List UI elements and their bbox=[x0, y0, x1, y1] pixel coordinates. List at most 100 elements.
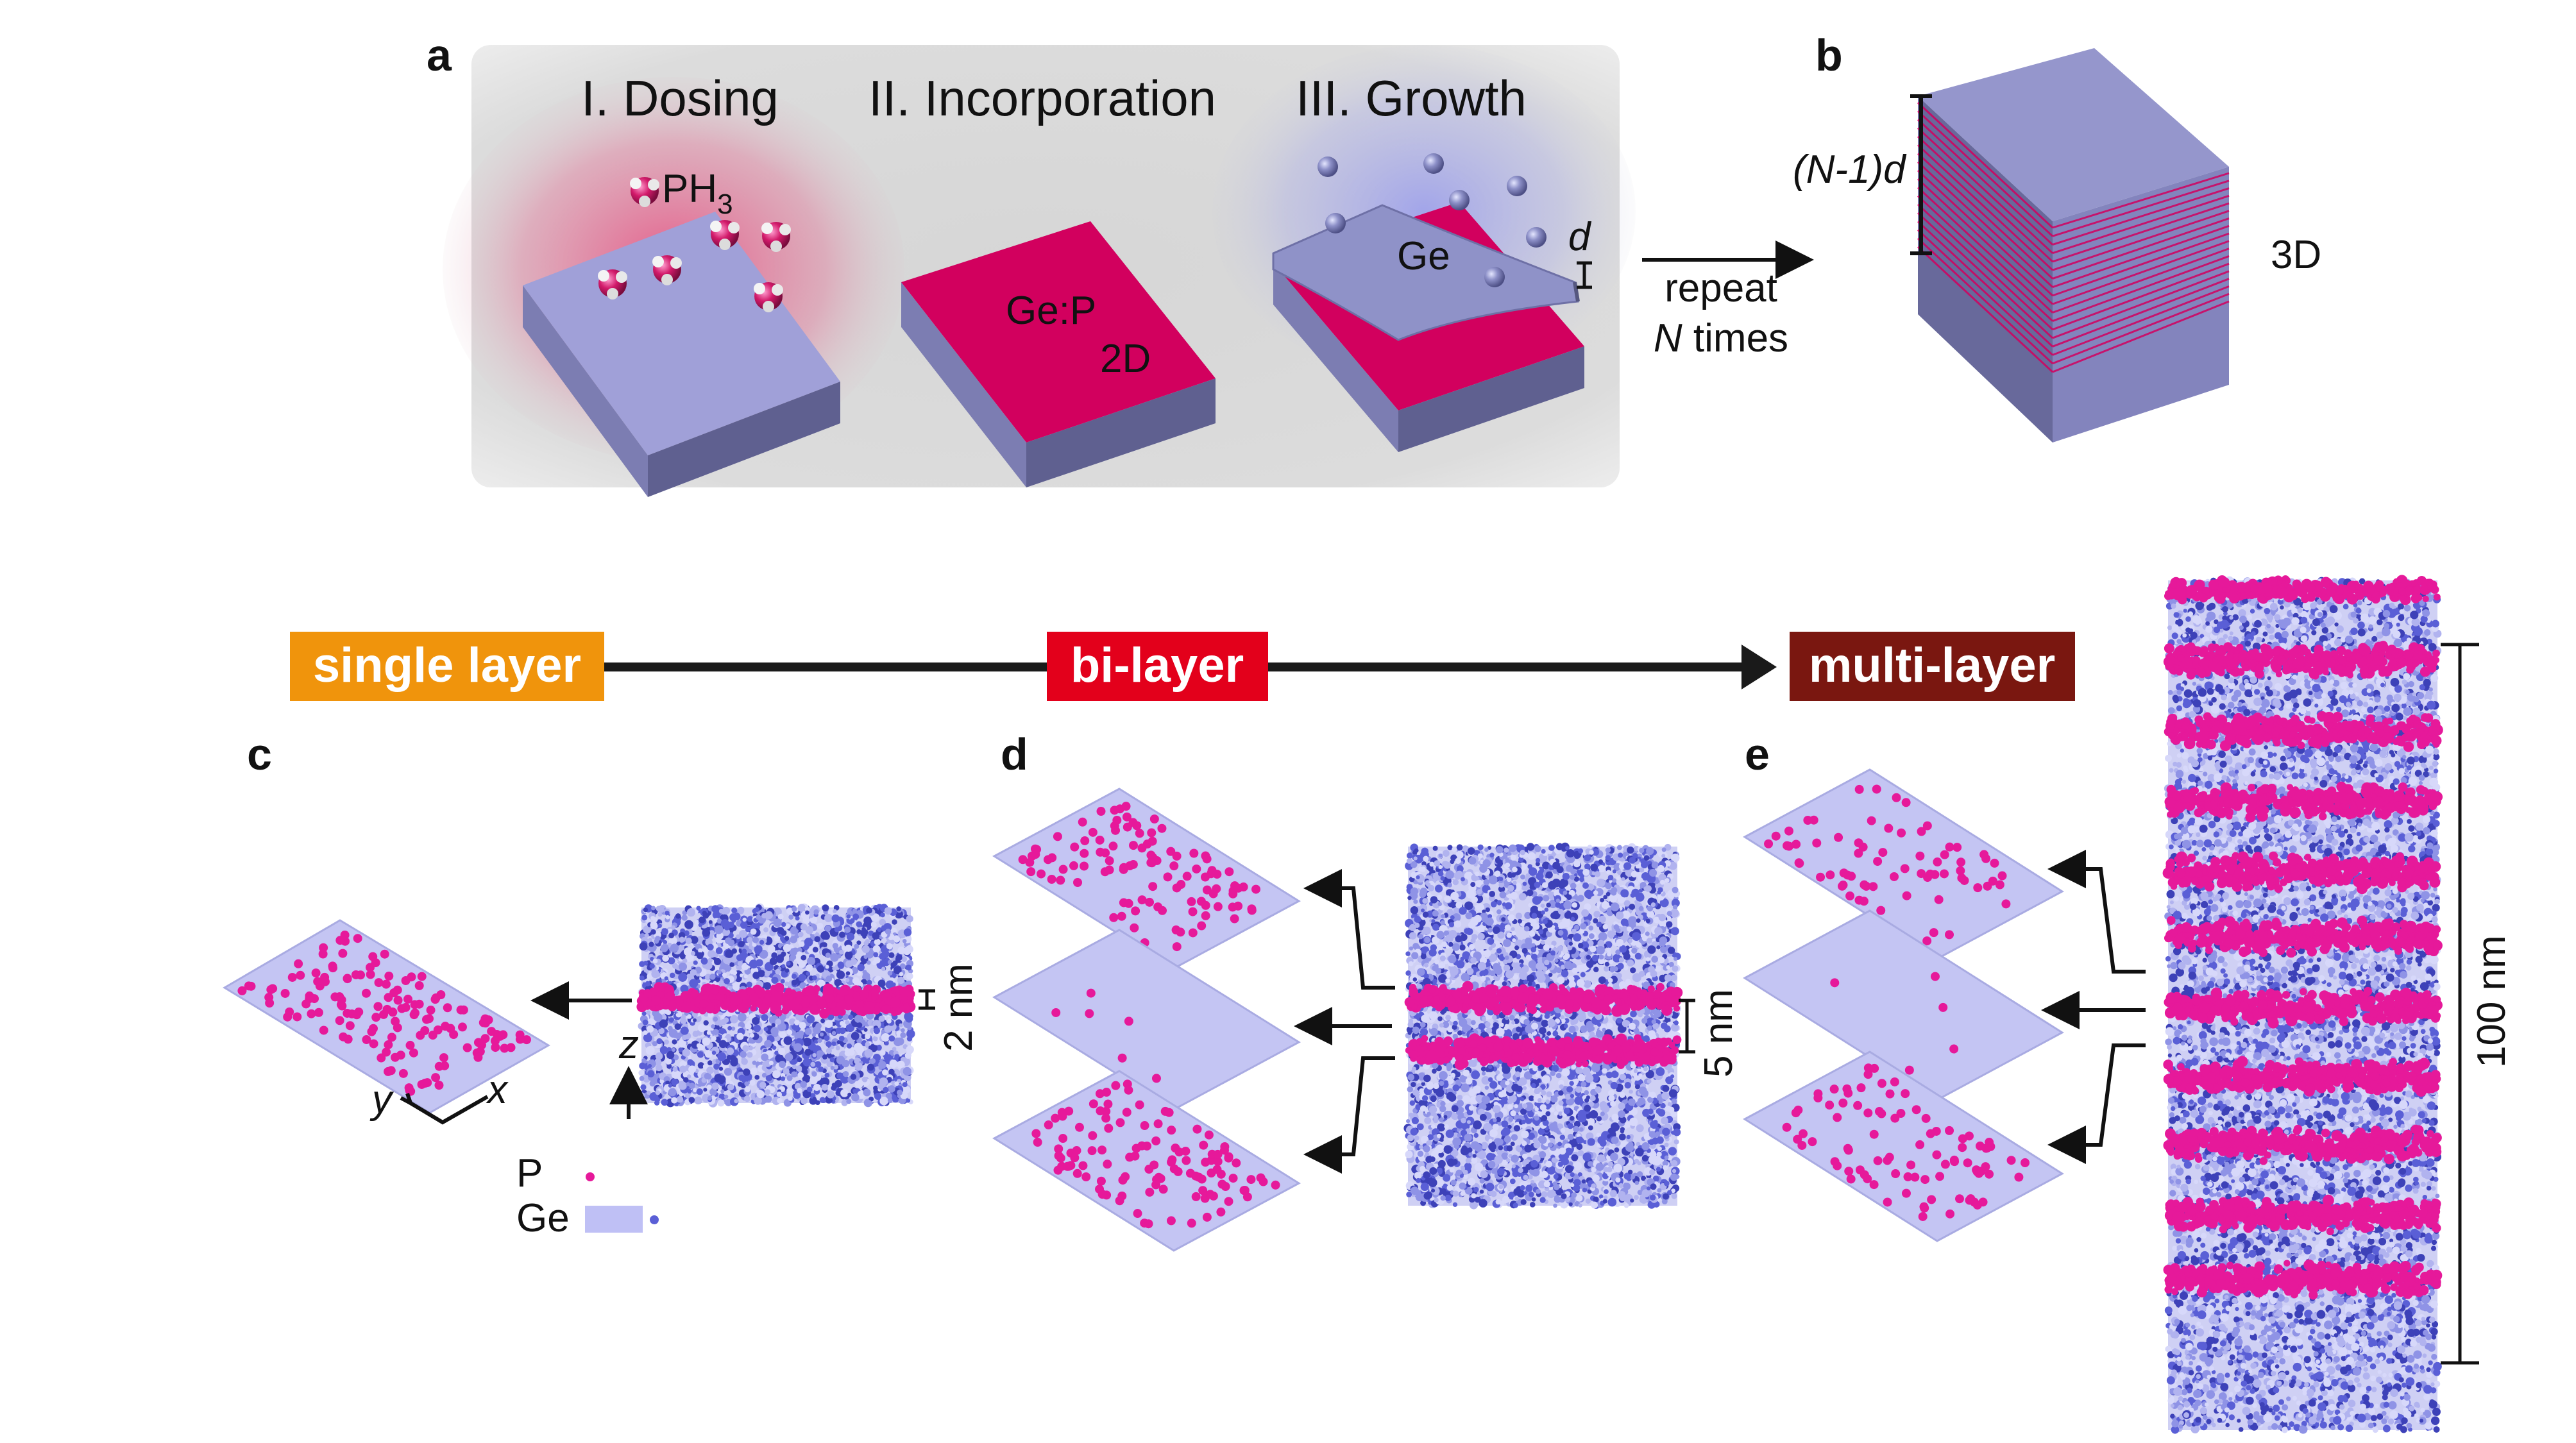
n-times-label: N times bbox=[1654, 316, 1788, 360]
ge-atom bbox=[786, 1088, 792, 1093]
ge-atom bbox=[647, 1070, 655, 1077]
p-atom bbox=[1197, 921, 1207, 931]
ge-atom bbox=[738, 1081, 743, 1087]
ge-atom bbox=[830, 953, 839, 962]
ge-atom bbox=[817, 1038, 822, 1043]
ge-atom bbox=[1407, 1086, 1414, 1093]
ge-atom bbox=[708, 920, 713, 924]
p-atom bbox=[1187, 1219, 1196, 1228]
ge-atom bbox=[668, 1017, 675, 1023]
ge-atom bbox=[711, 1051, 716, 1055]
p-atom bbox=[1096, 1176, 1106, 1186]
ge-atom bbox=[851, 1031, 860, 1040]
ge-atom bbox=[815, 1100, 820, 1106]
stack-stripe bbox=[2052, 210, 2230, 271]
stack-stripe bbox=[1917, 161, 2054, 288]
p-atom bbox=[414, 981, 424, 990]
p-atom bbox=[521, 1035, 531, 1045]
ge-atom bbox=[727, 1025, 733, 1031]
p-atom bbox=[473, 1052, 483, 1062]
p-atom bbox=[393, 995, 403, 1005]
p-atom bbox=[319, 943, 328, 952]
ge-atom bbox=[872, 945, 881, 953]
ge-atom bbox=[813, 1025, 821, 1034]
ge-atom bbox=[812, 1097, 817, 1101]
p-atom bbox=[1111, 1081, 1121, 1090]
ge-atom bbox=[683, 947, 693, 956]
ge-atom bbox=[786, 961, 791, 966]
p-atom bbox=[1058, 1134, 1068, 1143]
stage-incorporation-title: II. Incorporation bbox=[869, 70, 1216, 126]
stack-stripe bbox=[1917, 237, 2054, 364]
ge-atom bbox=[847, 1092, 852, 1097]
ge-atom bbox=[889, 1059, 898, 1068]
ge-atom bbox=[703, 1020, 709, 1026]
ge-atom bbox=[1655, 965, 1662, 972]
p-atom bbox=[462, 1043, 472, 1052]
ge-atom bbox=[885, 928, 892, 935]
stack-top-face bbox=[1918, 48, 2229, 221]
p-atom bbox=[479, 1018, 488, 1027]
p-atom bbox=[301, 999, 311, 1009]
p-atom bbox=[446, 1024, 455, 1033]
ge-atom bbox=[761, 1014, 768, 1021]
ge-atom bbox=[865, 1033, 870, 1040]
stack-stripe bbox=[2052, 270, 2230, 339]
ge-atom bbox=[901, 1028, 905, 1033]
panel-a-letter: a bbox=[427, 30, 452, 80]
p-atom bbox=[430, 995, 440, 1004]
ge-atom bbox=[756, 1090, 765, 1099]
p-atom bbox=[1031, 850, 1040, 859]
ge-atom bbox=[749, 959, 758, 969]
ge-atom bbox=[655, 1090, 661, 1095]
ge-atom bbox=[1455, 1071, 1461, 1077]
ge-atom bbox=[749, 1045, 754, 1051]
p-atom bbox=[1182, 872, 1192, 881]
ge-atom bbox=[826, 1047, 833, 1054]
p-atom bbox=[1213, 902, 1223, 911]
p-atom bbox=[1176, 927, 1185, 937]
ge-atom bbox=[837, 961, 844, 968]
ge-atom bbox=[831, 1086, 836, 1091]
ge-atom bbox=[747, 1051, 753, 1058]
p-atom bbox=[666, 991, 675, 1000]
ge-atom bbox=[715, 1021, 720, 1026]
stack-stripe bbox=[2052, 217, 2230, 280]
p-atom bbox=[1080, 861, 1089, 871]
p-atom bbox=[391, 1017, 400, 1026]
ge-atom bbox=[679, 945, 684, 951]
ge-atom bbox=[763, 927, 768, 932]
p-atom bbox=[384, 971, 394, 981]
ge-atom bbox=[848, 1038, 853, 1044]
ge-atom bbox=[780, 979, 785, 984]
ge-atom bbox=[696, 979, 701, 984]
ge-atom bbox=[797, 904, 806, 912]
ge-atom bbox=[672, 963, 679, 969]
ge-atom bbox=[775, 1018, 781, 1025]
ge-atom bbox=[769, 958, 777, 965]
ge-atom bbox=[744, 1086, 750, 1093]
ge-atom bbox=[831, 914, 840, 923]
ge-atom bbox=[809, 1076, 818, 1084]
ge-atom bbox=[687, 1088, 692, 1094]
p-atom bbox=[1148, 836, 1157, 846]
ge-atom bbox=[682, 1049, 690, 1057]
ge-atom bbox=[708, 950, 716, 958]
p-atom bbox=[1081, 1172, 1091, 1181]
ge-atom bbox=[727, 921, 734, 929]
ge-atom bbox=[772, 1045, 777, 1050]
ge-atom bbox=[813, 909, 819, 915]
ge-atom bbox=[657, 924, 662, 928]
ge-atom bbox=[664, 976, 668, 981]
ge-atom bbox=[654, 1097, 661, 1103]
ge-atom bbox=[750, 928, 757, 935]
ge-atom bbox=[712, 1029, 719, 1036]
ge-atom bbox=[680, 1017, 687, 1024]
p-atom bbox=[456, 1005, 466, 1015]
p-atom bbox=[443, 1003, 452, 1013]
p-atom bbox=[699, 999, 708, 1008]
p-atom bbox=[311, 968, 321, 978]
p-atom bbox=[1074, 1122, 1084, 1132]
growth-block bbox=[1272, 202, 1584, 452]
stack-stripe bbox=[1917, 135, 2054, 263]
